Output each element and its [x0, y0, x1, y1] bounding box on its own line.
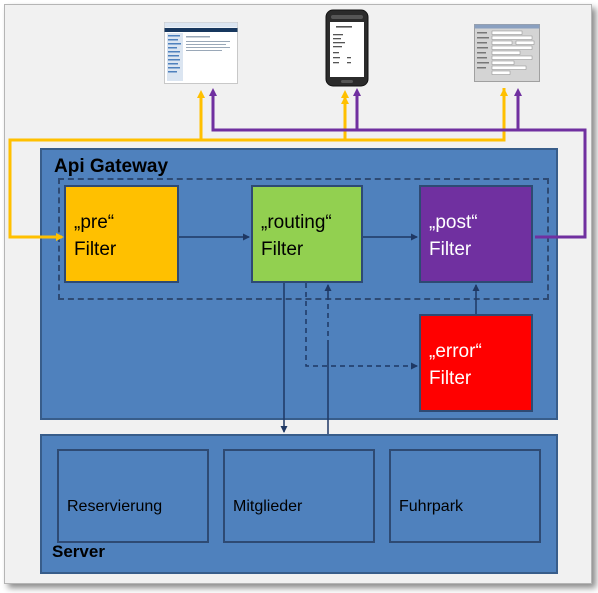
- service-mitglieder: Mitglieder: [223, 449, 375, 543]
- error-filter: „error“ Filter: [419, 314, 533, 412]
- pre-filter: „pre“ Filter: [64, 185, 179, 283]
- desktop-app-client: [474, 24, 540, 82]
- routing-filter-name: „routing“: [261, 212, 332, 233]
- post-filter: „post“ Filter: [419, 185, 533, 283]
- desktop-form-window-icon: [474, 24, 540, 82]
- api-gateway-title: Api Gateway: [54, 156, 169, 177]
- routing-filter: „routing“ Filter: [251, 185, 363, 283]
- service-reservierung: Reservierung: [57, 449, 209, 543]
- pre-filter-label: Filter: [74, 239, 117, 260]
- routing-filter-label: Filter: [261, 239, 304, 260]
- error-filter-name: „error“: [429, 341, 482, 362]
- post-filter-name: „post“: [429, 212, 478, 233]
- error-filter-label: Filter: [429, 368, 472, 389]
- mobile-phone-icon: [325, 9, 369, 87]
- server-title: Server: [52, 542, 105, 561]
- service-fuhrpark: Fuhrpark: [389, 449, 541, 543]
- pre-filter-name: „pre“: [74, 212, 115, 233]
- post-filter-label: Filter: [429, 239, 472, 260]
- web-app-client: [164, 22, 238, 84]
- mobile-app-client: [325, 9, 369, 87]
- browser-window-icon: [164, 22, 238, 84]
